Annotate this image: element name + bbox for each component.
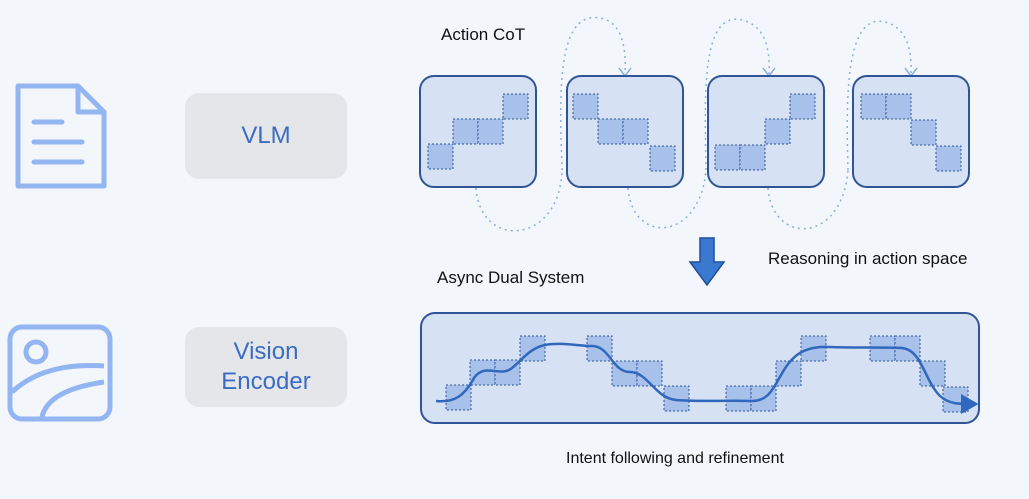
token <box>739 144 766 171</box>
cot-link-2 <box>627 169 707 229</box>
token <box>452 118 479 145</box>
token <box>764 118 791 145</box>
token <box>622 118 649 145</box>
token <box>725 385 752 412</box>
intent-label: Intent following and refinement <box>566 450 784 467</box>
vlm-module: VLM <box>185 93 347 179</box>
cot-link-heads <box>618 67 918 78</box>
token <box>477 118 504 145</box>
token <box>714 144 741 171</box>
cot-link-3 <box>767 169 849 230</box>
token <box>919 360 946 387</box>
async-dual-system-label: Async Dual System <box>437 268 585 287</box>
async-dual-system-box <box>420 312 980 424</box>
vision-encoder-module: Vision Encoder <box>185 327 347 407</box>
cot-link-3-up <box>846 20 912 171</box>
token <box>789 93 816 120</box>
cot-frame-1 <box>419 75 537 188</box>
token <box>427 143 454 170</box>
token <box>860 93 887 120</box>
token <box>910 119 937 146</box>
vision-encoder-label: Vision Encoder <box>221 338 311 395</box>
down-arrow-icon <box>688 237 726 287</box>
token <box>502 93 529 120</box>
token <box>649 145 676 172</box>
cot-frame-3 <box>707 75 825 188</box>
reasoning-label: Reasoning in action space <box>768 249 968 268</box>
token <box>935 145 962 172</box>
cot-frame-2 <box>566 75 684 188</box>
vlm-label: VLM <box>241 122 291 149</box>
cot-link-1-up <box>560 16 626 171</box>
token <box>597 118 624 145</box>
document-icon <box>15 83 107 189</box>
token <box>775 360 802 387</box>
image-icon <box>7 324 113 422</box>
token <box>572 93 599 120</box>
action-cot-label: Action CoT <box>441 25 526 44</box>
trajectory-curve <box>435 342 979 415</box>
cot-frame-4 <box>852 75 970 188</box>
cot-links <box>475 16 912 232</box>
token <box>885 93 912 120</box>
